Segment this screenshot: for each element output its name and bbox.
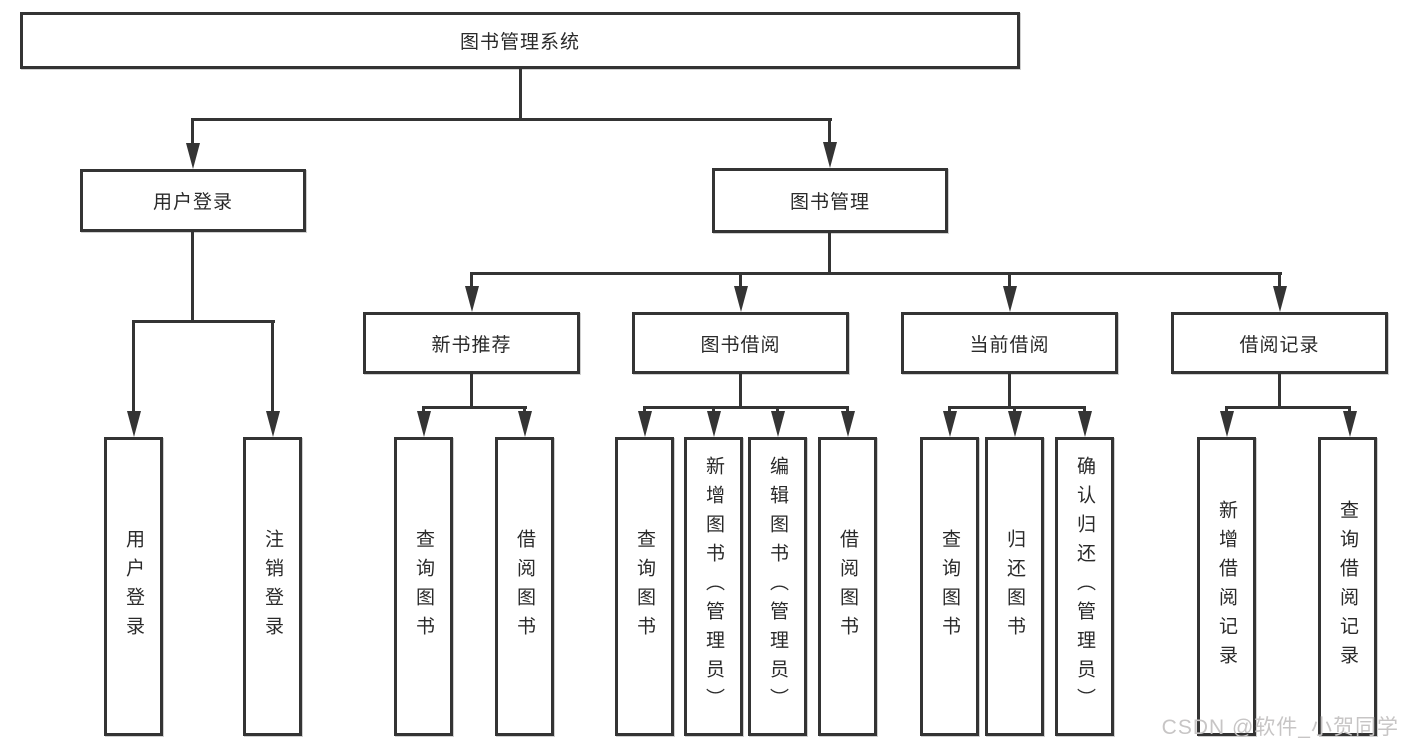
leaf-confirm-return-admin: 确认归还（管理员） <box>1055 437 1114 736</box>
node-current-borrow: 当前借阅 <box>901 312 1118 374</box>
leaf-edit-book-admin-label: 编辑图书（管理员） <box>767 456 788 717</box>
connector-line <box>828 233 831 272</box>
node-new-book-rec: 新书推荐 <box>363 312 580 374</box>
leaf-borrow-book-label: 借阅图书 <box>837 528 858 645</box>
node-book-borrow-label: 图书借阅 <box>700 334 781 356</box>
arrowhead-icon <box>734 286 748 312</box>
connector-line <box>1008 374 1011 406</box>
node-root-label: 图书管理系统 <box>459 32 580 53</box>
arrowhead-icon <box>266 411 280 437</box>
node-book-mgmt-label: 图书管理 <box>789 192 870 213</box>
connector-line <box>271 323 274 413</box>
connector-line <box>1278 275 1281 288</box>
csdn-watermark: CSDN @软件_小贺同学 <box>1161 716 1399 739</box>
leaf-add-book-admin-label: 新增图书（管理员） <box>703 456 724 717</box>
arrowhead-icon <box>1273 286 1287 312</box>
leaf-rec-query-book: 查询图书 <box>394 437 453 736</box>
arrowhead-icon <box>1003 286 1017 312</box>
connector-line <box>470 275 473 288</box>
node-borrow-records-label: 借阅记录 <box>1239 334 1320 356</box>
leaf-logout: 注销登录 <box>243 437 302 736</box>
connector-line <box>828 121 831 144</box>
arrowhead-icon <box>465 286 479 312</box>
connector-line <box>470 374 473 406</box>
connector-line <box>739 275 742 288</box>
arrowhead-icon <box>127 411 141 437</box>
leaf-add-borrow-record: 新增借阅记录 <box>1197 437 1256 736</box>
arrowhead-icon <box>771 411 785 437</box>
arrowhead-icon <box>1343 411 1357 437</box>
arrowhead-icon <box>1008 411 1022 437</box>
arrowhead-icon <box>707 411 721 437</box>
leaf-rec-borrow-book: 借阅图书 <box>495 437 554 736</box>
arrowhead-icon <box>823 142 837 168</box>
connector-line <box>1008 275 1011 288</box>
connector-line <box>948 406 1086 409</box>
leaf-borrow-book: 借阅图书 <box>818 437 877 736</box>
node-current-borrow-label: 当前借阅 <box>969 334 1050 356</box>
connector-line <box>1225 406 1351 409</box>
node-book-borrow: 图书借阅 <box>632 312 849 374</box>
connector-line <box>132 323 135 413</box>
connector-line <box>470 272 1282 275</box>
leaf-borrow-query-book: 查询图书 <box>615 437 674 736</box>
arrowhead-icon <box>1078 411 1092 437</box>
connector-line <box>643 406 849 409</box>
leaf-add-book-admin: 新增图书（管理员） <box>684 437 743 736</box>
leaf-query-borrow-record-label: 查询借阅记录 <box>1337 499 1358 674</box>
node-root: 图书管理系统 <box>20 12 1020 69</box>
leaf-user-login: 用户登录 <box>104 437 163 736</box>
arrowhead-icon <box>638 411 652 437</box>
leaf-current-query-book: 查询图书 <box>920 437 979 736</box>
node-borrow-records: 借阅记录 <box>1171 312 1388 374</box>
leaf-current-query-book-label: 查询图书 <box>939 528 960 645</box>
node-user-login-label: 用户登录 <box>152 192 233 213</box>
connector-line <box>132 320 275 323</box>
arrowhead-icon <box>1220 411 1234 437</box>
node-user-login: 用户登录 <box>80 169 306 232</box>
connector-line <box>191 232 194 320</box>
arrowhead-icon <box>841 411 855 437</box>
leaf-return-book-label: 归还图书 <box>1004 528 1025 645</box>
connector-line <box>191 118 832 121</box>
leaf-logout-label: 注销登录 <box>262 528 283 645</box>
arrowhead-icon <box>943 411 957 437</box>
leaf-confirm-return-admin-label: 确认归还（管理员） <box>1074 456 1095 717</box>
connector-line <box>422 406 527 409</box>
connector-line <box>739 374 742 406</box>
leaf-user-login-label: 用户登录 <box>123 528 144 645</box>
arrowhead-icon <box>518 411 532 437</box>
leaf-query-borrow-record: 查询借阅记录 <box>1318 437 1377 736</box>
arrowhead-icon <box>417 411 431 437</box>
leaf-add-borrow-record-label: 新增借阅记录 <box>1216 499 1237 674</box>
leaf-rec-borrow-book-label: 借阅图书 <box>514 528 535 645</box>
leaf-edit-book-admin: 编辑图书（管理员） <box>748 437 807 736</box>
leaf-rec-query-book-label: 查询图书 <box>413 528 434 645</box>
node-book-mgmt: 图书管理 <box>712 168 948 233</box>
connector-line <box>1278 374 1281 406</box>
node-new-book-rec-label: 新书推荐 <box>431 334 512 356</box>
connector-line <box>519 69 522 118</box>
leaf-return-book: 归还图书 <box>985 437 1044 736</box>
connector-line <box>191 121 194 144</box>
leaf-borrow-query-book-label: 查询图书 <box>634 528 655 645</box>
arrowhead-icon <box>186 143 200 169</box>
